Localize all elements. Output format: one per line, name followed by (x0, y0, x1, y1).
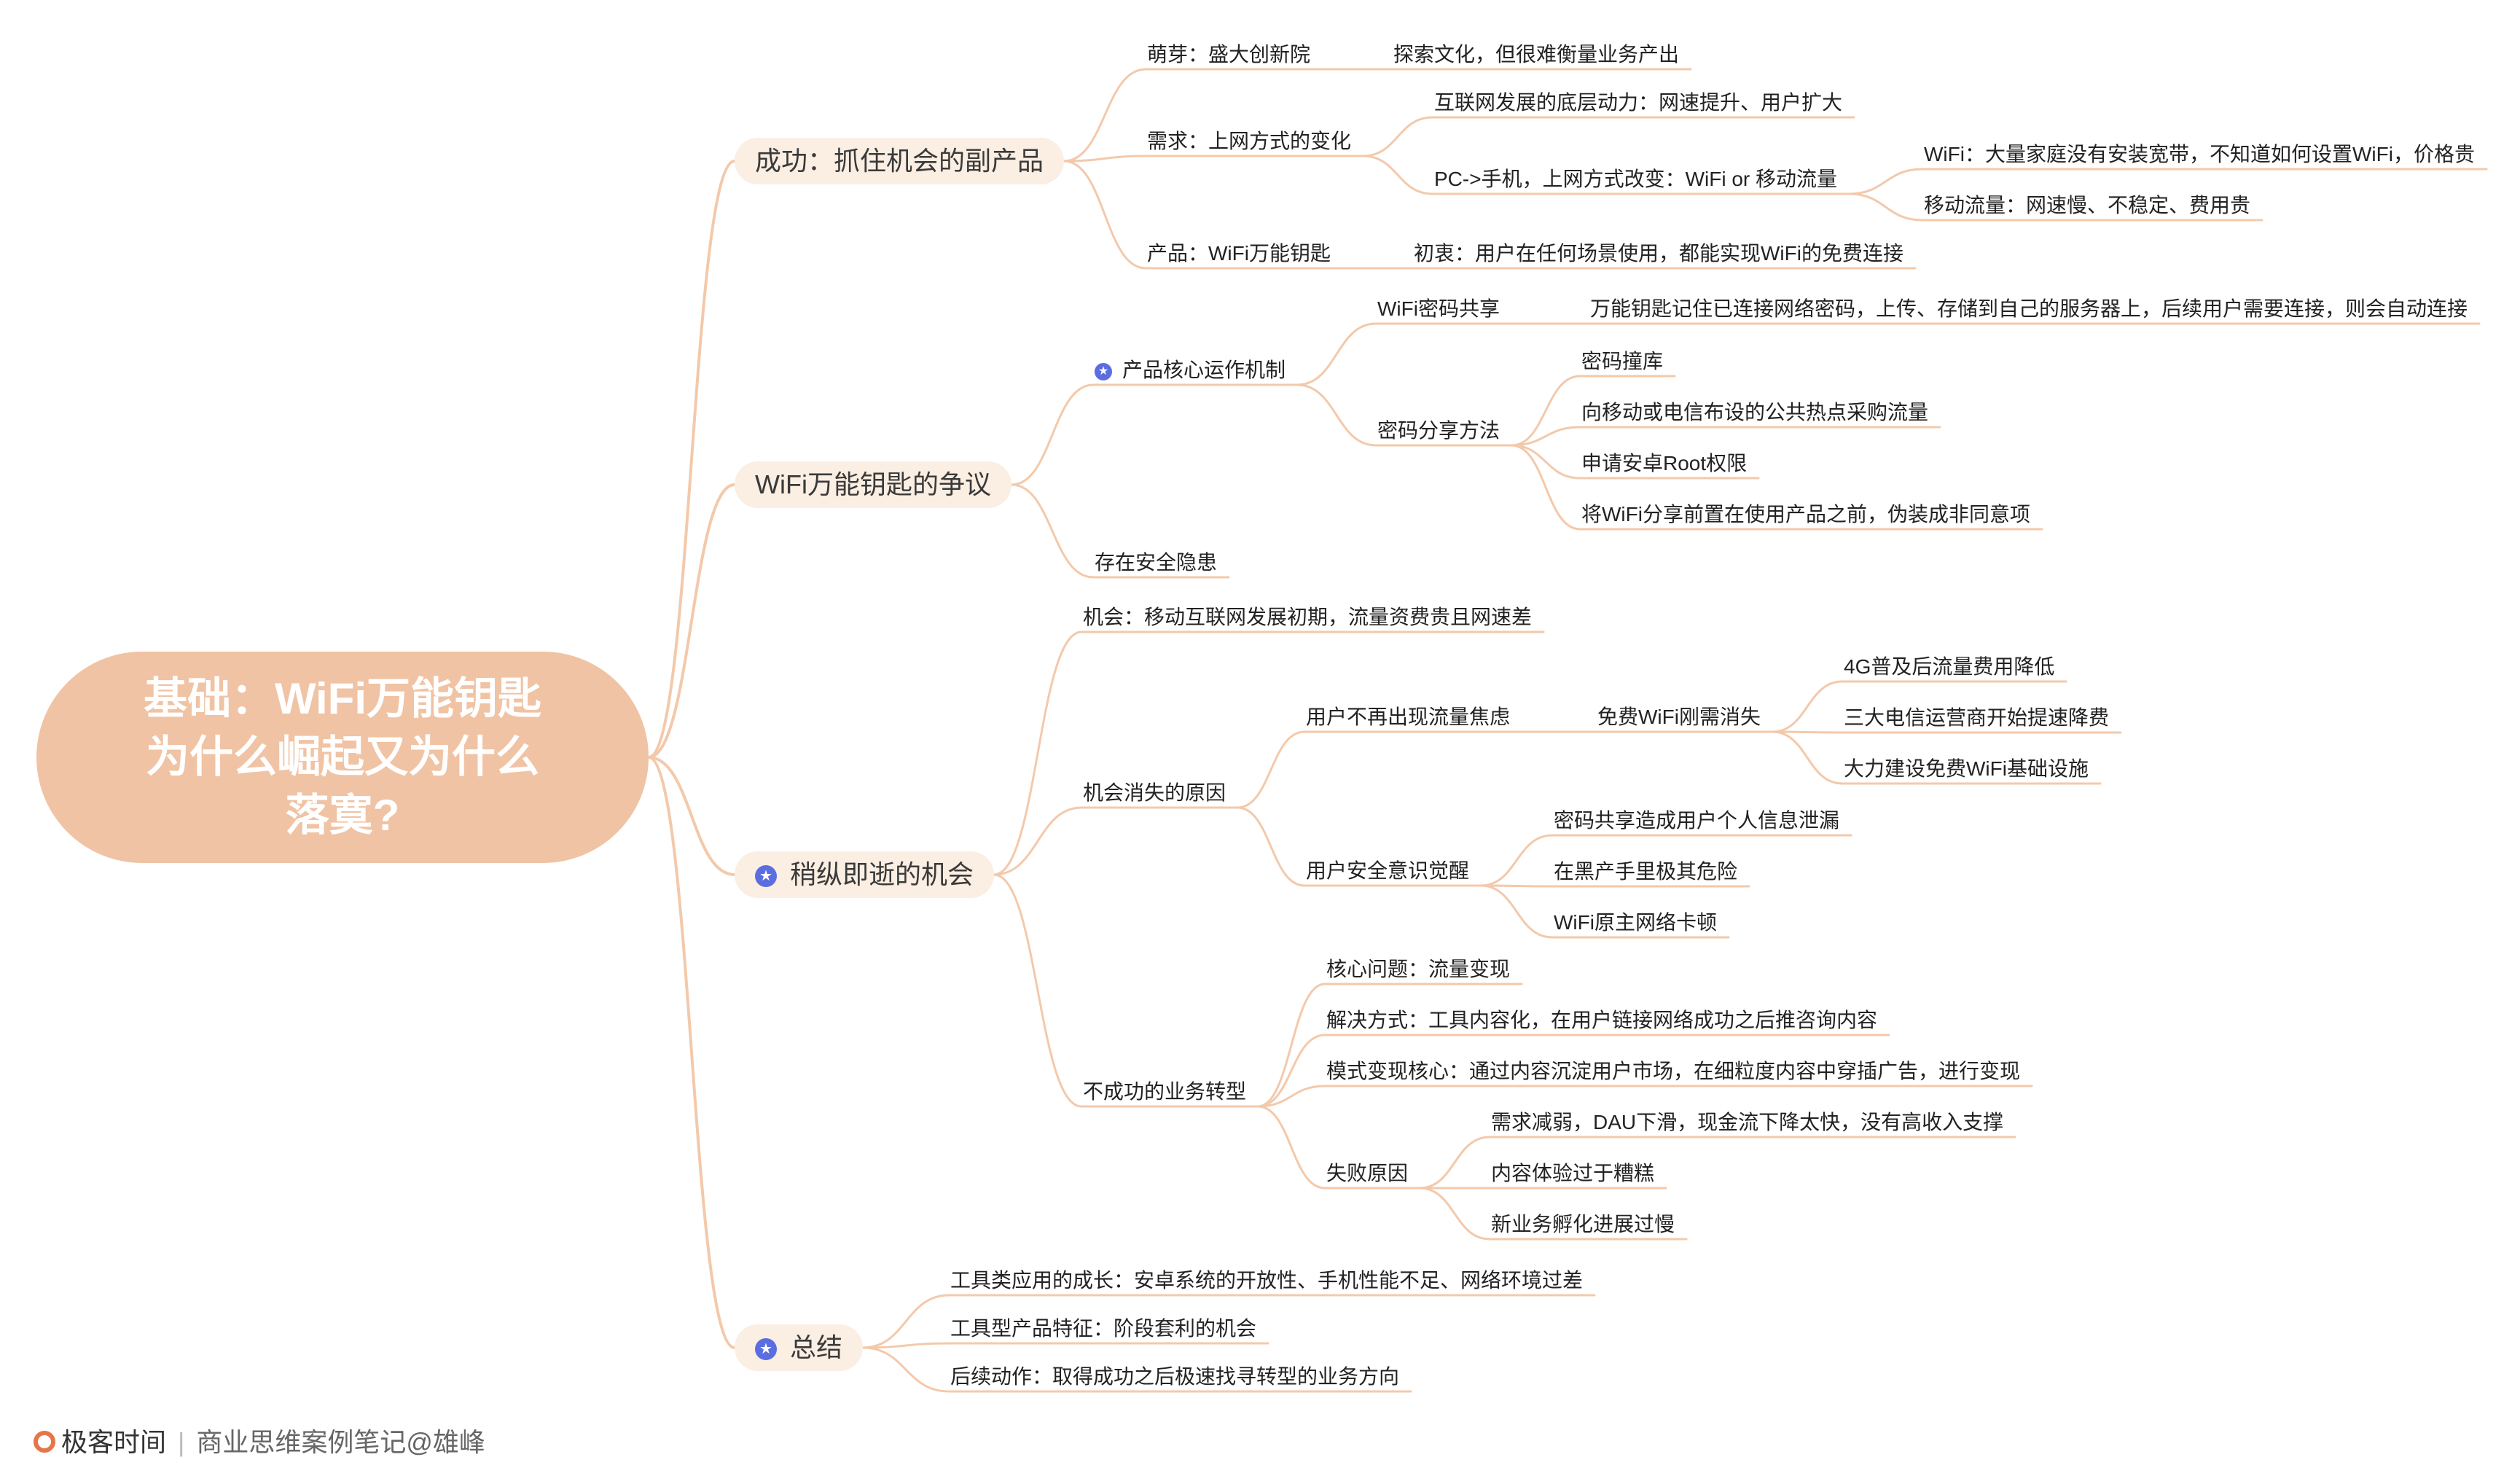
topic-demand-weakening[interactable]: 需求减弱，DAU下滑，现金流下降太快，没有高收入支撑 (1491, 1111, 2004, 1133)
topic-info-leak[interactable]: 密码共享造成用户个人信息泄漏 (1554, 809, 1840, 832)
branch-label: WiFi万能钥匙的争议 (755, 469, 991, 499)
topic-slow-incubation[interactable]: 新业务孵化进展过慢 (1491, 1213, 1675, 1235)
topic-sprout-detail[interactable]: 探索文化，但很难衡量业务产出 (1393, 43, 1680, 66)
connector (1418, 1136, 1491, 1190)
topic-method-disguise[interactable]: 将WiFi分享前置在使用产品之前，伪装成非同意项 (1581, 503, 2030, 526)
topic-wifi-pain[interactable]: WiFi：大量家庭没有安装宽带，不知道如何设置WiFi，价格贵 (1924, 143, 2475, 165)
topic-carriers-speedup[interactable]: 三大电信运营商开始提速降费 (1844, 706, 2110, 729)
connector (1510, 444, 1581, 531)
topic-demand-driver[interactable]: 互联网发展的底层动力：网速提升、用户扩大 (1434, 91, 1843, 114)
connector (1771, 730, 1844, 785)
connector (1771, 680, 1844, 733)
brand-name: 极客时间 (61, 1427, 167, 1457)
connector (1847, 168, 1924, 195)
topic-poor-content[interactable]: 内容体验过于糟糕 (1491, 1162, 1655, 1184)
connector (1236, 806, 1306, 887)
connector (993, 873, 1083, 1108)
topic-tool-app-growth[interactable]: 工具类应用的成长：安卓系统的开放性、手机性能不足、网络环境过差 (950, 1269, 1584, 1292)
topic-method-buy-traffic[interactable]: 向移动或电信布设的公共热点采购流量 (1581, 401, 1929, 423)
branch-fleeting-opportunity[interactable]: ★ 稍纵即逝的机会 (735, 851, 995, 898)
topic-black-market[interactable]: 在黑产手里极其危险 (1554, 860, 1738, 883)
connector (647, 756, 736, 1349)
star-icon: ★ (755, 865, 777, 888)
connector (861, 1342, 950, 1349)
connector (993, 806, 1083, 876)
topic-why-opportunity-vanished[interactable]: 机会消失的原因 (1083, 781, 1226, 804)
brand-logo-icon (34, 1431, 55, 1453)
connector (1479, 884, 1554, 939)
root-title-line-3: 落寞? (285, 791, 400, 840)
branch-label: 成功：抓住机会的副产品 (755, 146, 1044, 176)
connector (1256, 1105, 1326, 1190)
connector (647, 756, 736, 876)
connector (647, 483, 736, 759)
connector (1771, 730, 1844, 734)
topic-no-traffic-anxiety[interactable]: 用户不再出现流量焦虑 (1306, 706, 1511, 728)
topic-owner-lag[interactable]: WiFi原主网络卡顿 (1554, 911, 1717, 934)
topic-security-risk[interactable]: 存在安全隐患 (1095, 551, 1218, 574)
topic-core-mechanism[interactable]: ★产品核心运作机制 (1093, 356, 1287, 385)
topic-password-sharing[interactable]: WiFi密码共享 (1377, 297, 1500, 320)
topic-security-awareness[interactable]: 用户安全意识觉醒 (1306, 859, 1470, 882)
topic-free-wifi-infra[interactable]: 大力建设免费WiFi基础设施 (1844, 757, 2089, 780)
connector (1418, 1187, 1491, 1241)
branch-label: 稍纵即逝的机会 (790, 859, 974, 889)
footer-credit: 极客时间 | 商业思维案例笔记@雄峰 (34, 1421, 485, 1459)
connector (1361, 116, 1434, 157)
topic-password-sharing-detail[interactable]: 万能钥匙记住已连接网络密码，上传、存储到自己的服务器上，后续用户需要连接，则会自… (1590, 297, 2468, 320)
root-title-line-1: 基础：WiFi万能钥匙 (143, 674, 542, 723)
star-icon: ★ (755, 1338, 777, 1361)
topic-product-intent[interactable]: 初衷：用户在任何场景使用，都能实现WiFi的免费连接 (1414, 242, 1903, 265)
root-title-line-2: 为什么崛起又为什么 (146, 733, 539, 781)
connector (1510, 375, 1581, 447)
star-icon: ★ (1095, 362, 1112, 380)
connector (1256, 1034, 1326, 1108)
topic-method-root[interactable]: 申请安卓Root权限 (1581, 452, 1748, 475)
topic-solution[interactable]: 解决方式：工具内容化，在用户链接网络成功之后推咨询内容 (1326, 1009, 1878, 1031)
topic-method-credential-stuffing[interactable]: 密码撞库 (1581, 350, 1664, 372)
topic-sprout[interactable]: 萌芽：盛大创新院 (1147, 43, 1311, 66)
connector (1063, 68, 1147, 163)
topic-free-wifi-demand-gone[interactable]: 免费WiFi刚需消失 (1597, 706, 1761, 728)
connector (1063, 155, 1147, 163)
connector (1510, 426, 1581, 447)
connector (647, 160, 736, 759)
topic-demand[interactable]: 需求：上网方式的变化 (1147, 130, 1352, 152)
connector (993, 630, 1083, 876)
branch-controversy[interactable]: WiFi万能钥匙的争议 (735, 461, 1011, 508)
topic-sharing-methods[interactable]: 密码分享方法 (1377, 419, 1500, 442)
topic-monetization-core[interactable]: 模式变现核心：通过内容沉淀用户市场，在细粒度内容中穿插广告，进行变现 (1326, 1060, 2021, 1082)
connector (1296, 322, 1377, 386)
root-node[interactable]: 基础：WiFi万能钥匙 为什么崛起又为什么 落寞? (36, 652, 649, 863)
connector (1010, 383, 1095, 486)
connector (1847, 192, 1924, 222)
connector (1236, 730, 1306, 809)
branch-label: 总结 (790, 1332, 843, 1362)
topic-4g-cheaper[interactable]: 4G普及后流量费用降低 (1844, 655, 2055, 678)
topic-demand-shift[interactable]: PC->手机，上网方式改变：WiFi or 移动流量 (1434, 168, 1838, 190)
topic-next-action[interactable]: 后续动作：取得成功之后极速找寻转型的业务方向 (950, 1365, 1400, 1388)
topic-failed-transformation[interactable]: 不成功的业务转型 (1083, 1080, 1247, 1103)
connector (861, 1346, 950, 1393)
topic-core-problem[interactable]: 核心问题：流量变现 (1326, 958, 1511, 980)
footer-separator: | (178, 1427, 185, 1457)
connector (1296, 383, 1377, 447)
connector (1479, 834, 1554, 887)
connector (1361, 155, 1434, 195)
topic-opportunity[interactable]: 机会：移动互联网发展初期，流量资费贵且网速差 (1083, 606, 1533, 628)
connector (1256, 1085, 1326, 1108)
connector (1256, 983, 1326, 1108)
author-credit: 商业思维案例笔记@雄峰 (196, 1427, 485, 1457)
connector (1063, 160, 1147, 270)
connector (861, 1294, 950, 1349)
connector (1010, 483, 1095, 579)
topic-failure-reasons[interactable]: 失败原因 (1326, 1162, 1409, 1184)
branch-summary[interactable]: ★ 总结 (735, 1324, 864, 1371)
connector (1510, 444, 1581, 480)
topic-tool-product-trait[interactable]: 工具型产品特征：阶段套利的机会 (950, 1317, 1257, 1340)
topic-product[interactable]: 产品：WiFi万能钥匙 (1147, 242, 1331, 265)
branch-success[interactable]: 成功：抓住机会的副产品 (735, 138, 1065, 184)
topic-mobile-pain[interactable]: 移动流量：网速慢、不稳定、费用贵 (1924, 194, 2251, 216)
